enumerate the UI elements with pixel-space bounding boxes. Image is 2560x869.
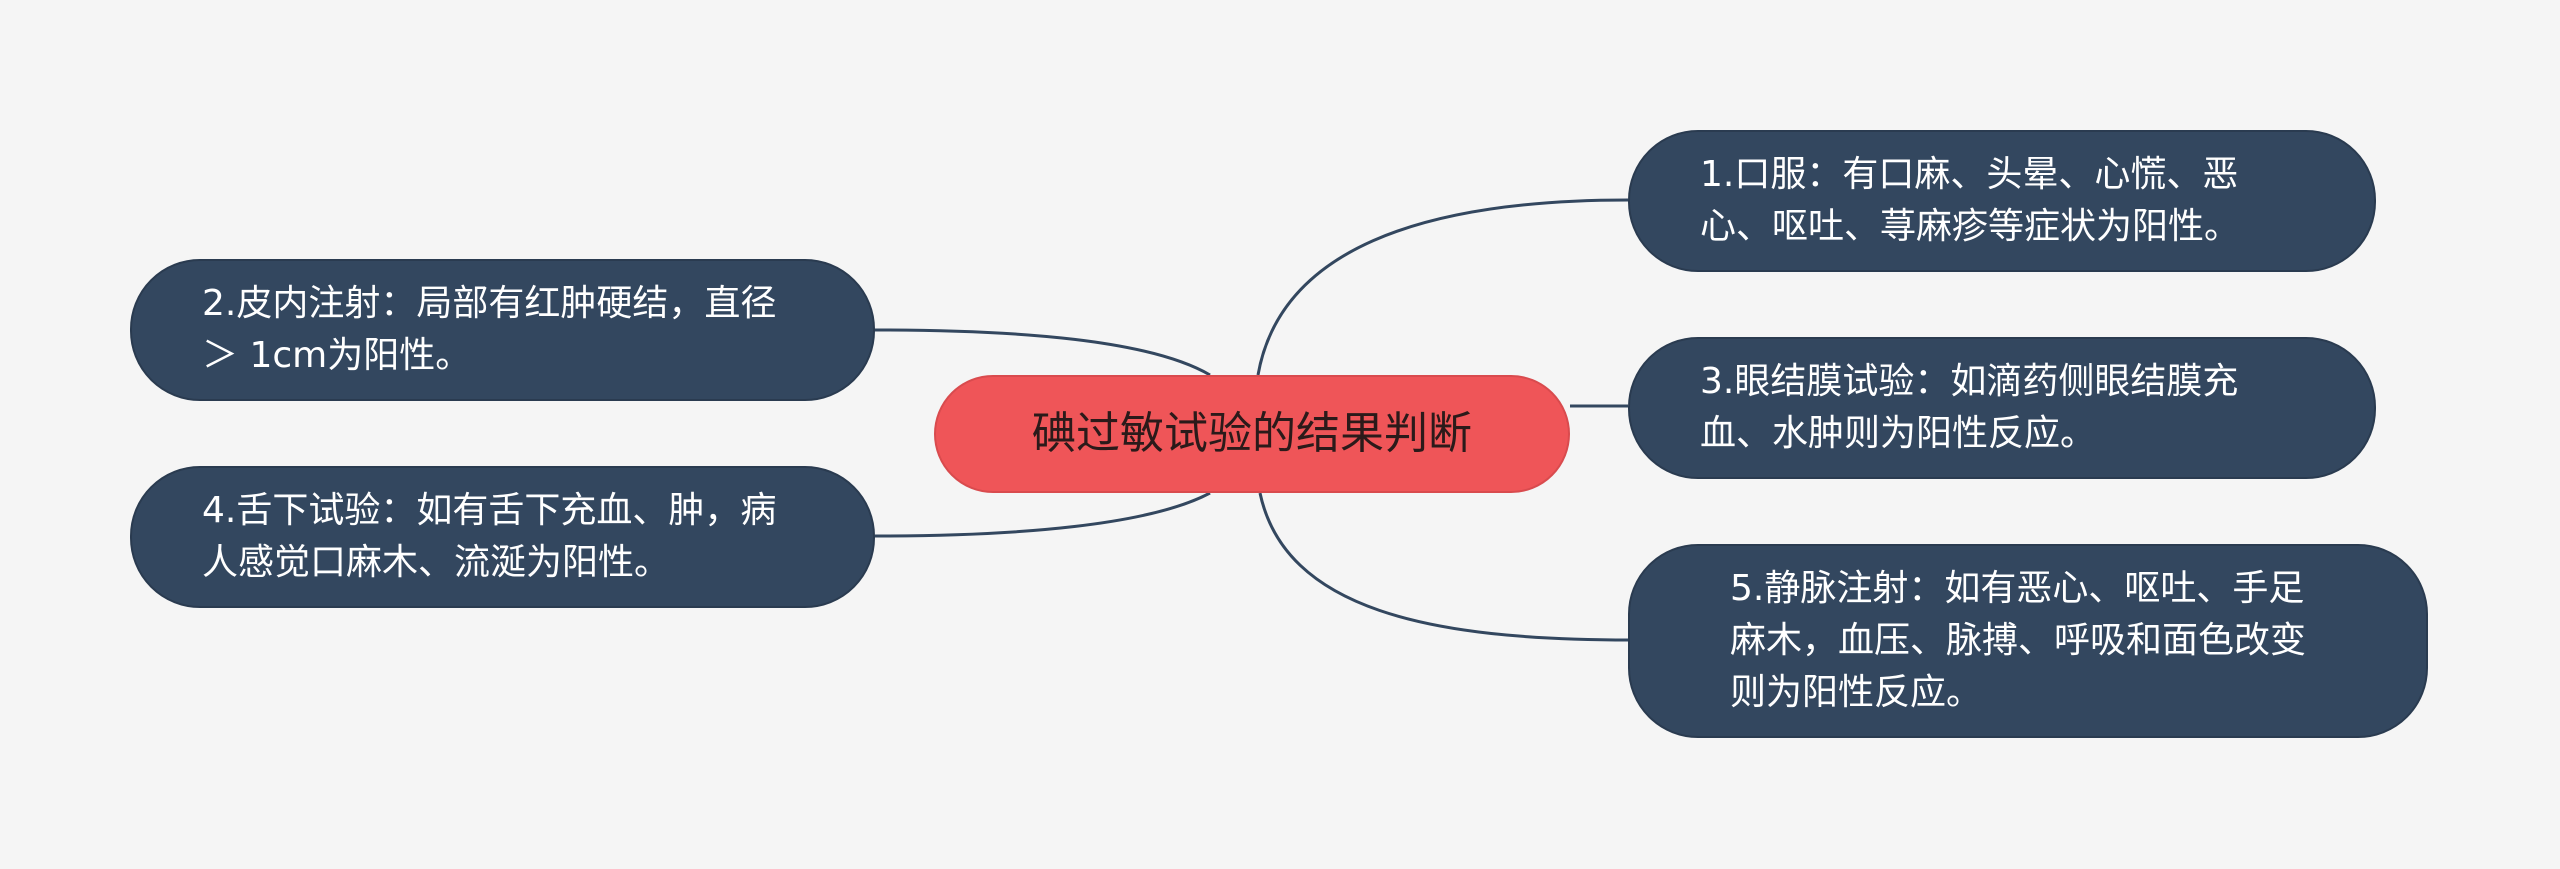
branch-node-5[interactable]: 5.静脉注射：如有恶心、呕吐、手足麻木，血压、脉搏、呼吸和面色改变则为阳性反应。 (1628, 544, 2428, 738)
branch-node-1[interactable]: 1.口服：有口麻、头晕、心慌、恶心、呕吐、荨麻疹等症状为阳性。 (1628, 130, 2376, 272)
link-to-branch-1 (1256, 198, 1629, 376)
link-to-branch-2 (874, 328, 1211, 377)
central-topic-label: 碘过敏试验的结果判断 (1032, 408, 1472, 459)
link-to-branch-5 (1258, 492, 1631, 642)
central-topic[interactable]: 碘过敏试验的结果判断 (934, 375, 1570, 493)
branch-label-2: 2.皮内注射：局部有红肿硬结，直径 ＞ 1cm为阳性。 (202, 283, 777, 376)
branch-node-2[interactable]: 2.皮内注射：局部有红肿硬结，直径 ＞ 1cm为阳性。 (130, 259, 875, 401)
branch-label-3: 3.眼结膜试验：如滴药侧眼结膜充血、水肿则为阳性反应。 (1700, 361, 2239, 454)
branch-node-3[interactable]: 3.眼结膜试验：如滴药侧眼结膜充血、水肿则为阳性反应。 (1628, 337, 2376, 479)
link-to-branch-4 (874, 491, 1211, 538)
branch-node-4[interactable]: 4.舌下试验：如有舌下充血、肿，病人感觉口麻木、流涎为阳性。 (130, 466, 875, 608)
branch-label-4: 4.舌下试验：如有舌下充血、肿，病人感觉口麻木、流涎为阳性。 (202, 490, 777, 583)
branch-label-1: 1.口服：有口麻、头晕、心慌、恶心、呕吐、荨麻疹等症状为阳性。 (1700, 154, 2241, 247)
branch-label-5: 5.静脉注射：如有恶心、呕吐、手足麻木，血压、脉搏、呼吸和面色改变则为阳性反应。 (1730, 568, 2307, 713)
